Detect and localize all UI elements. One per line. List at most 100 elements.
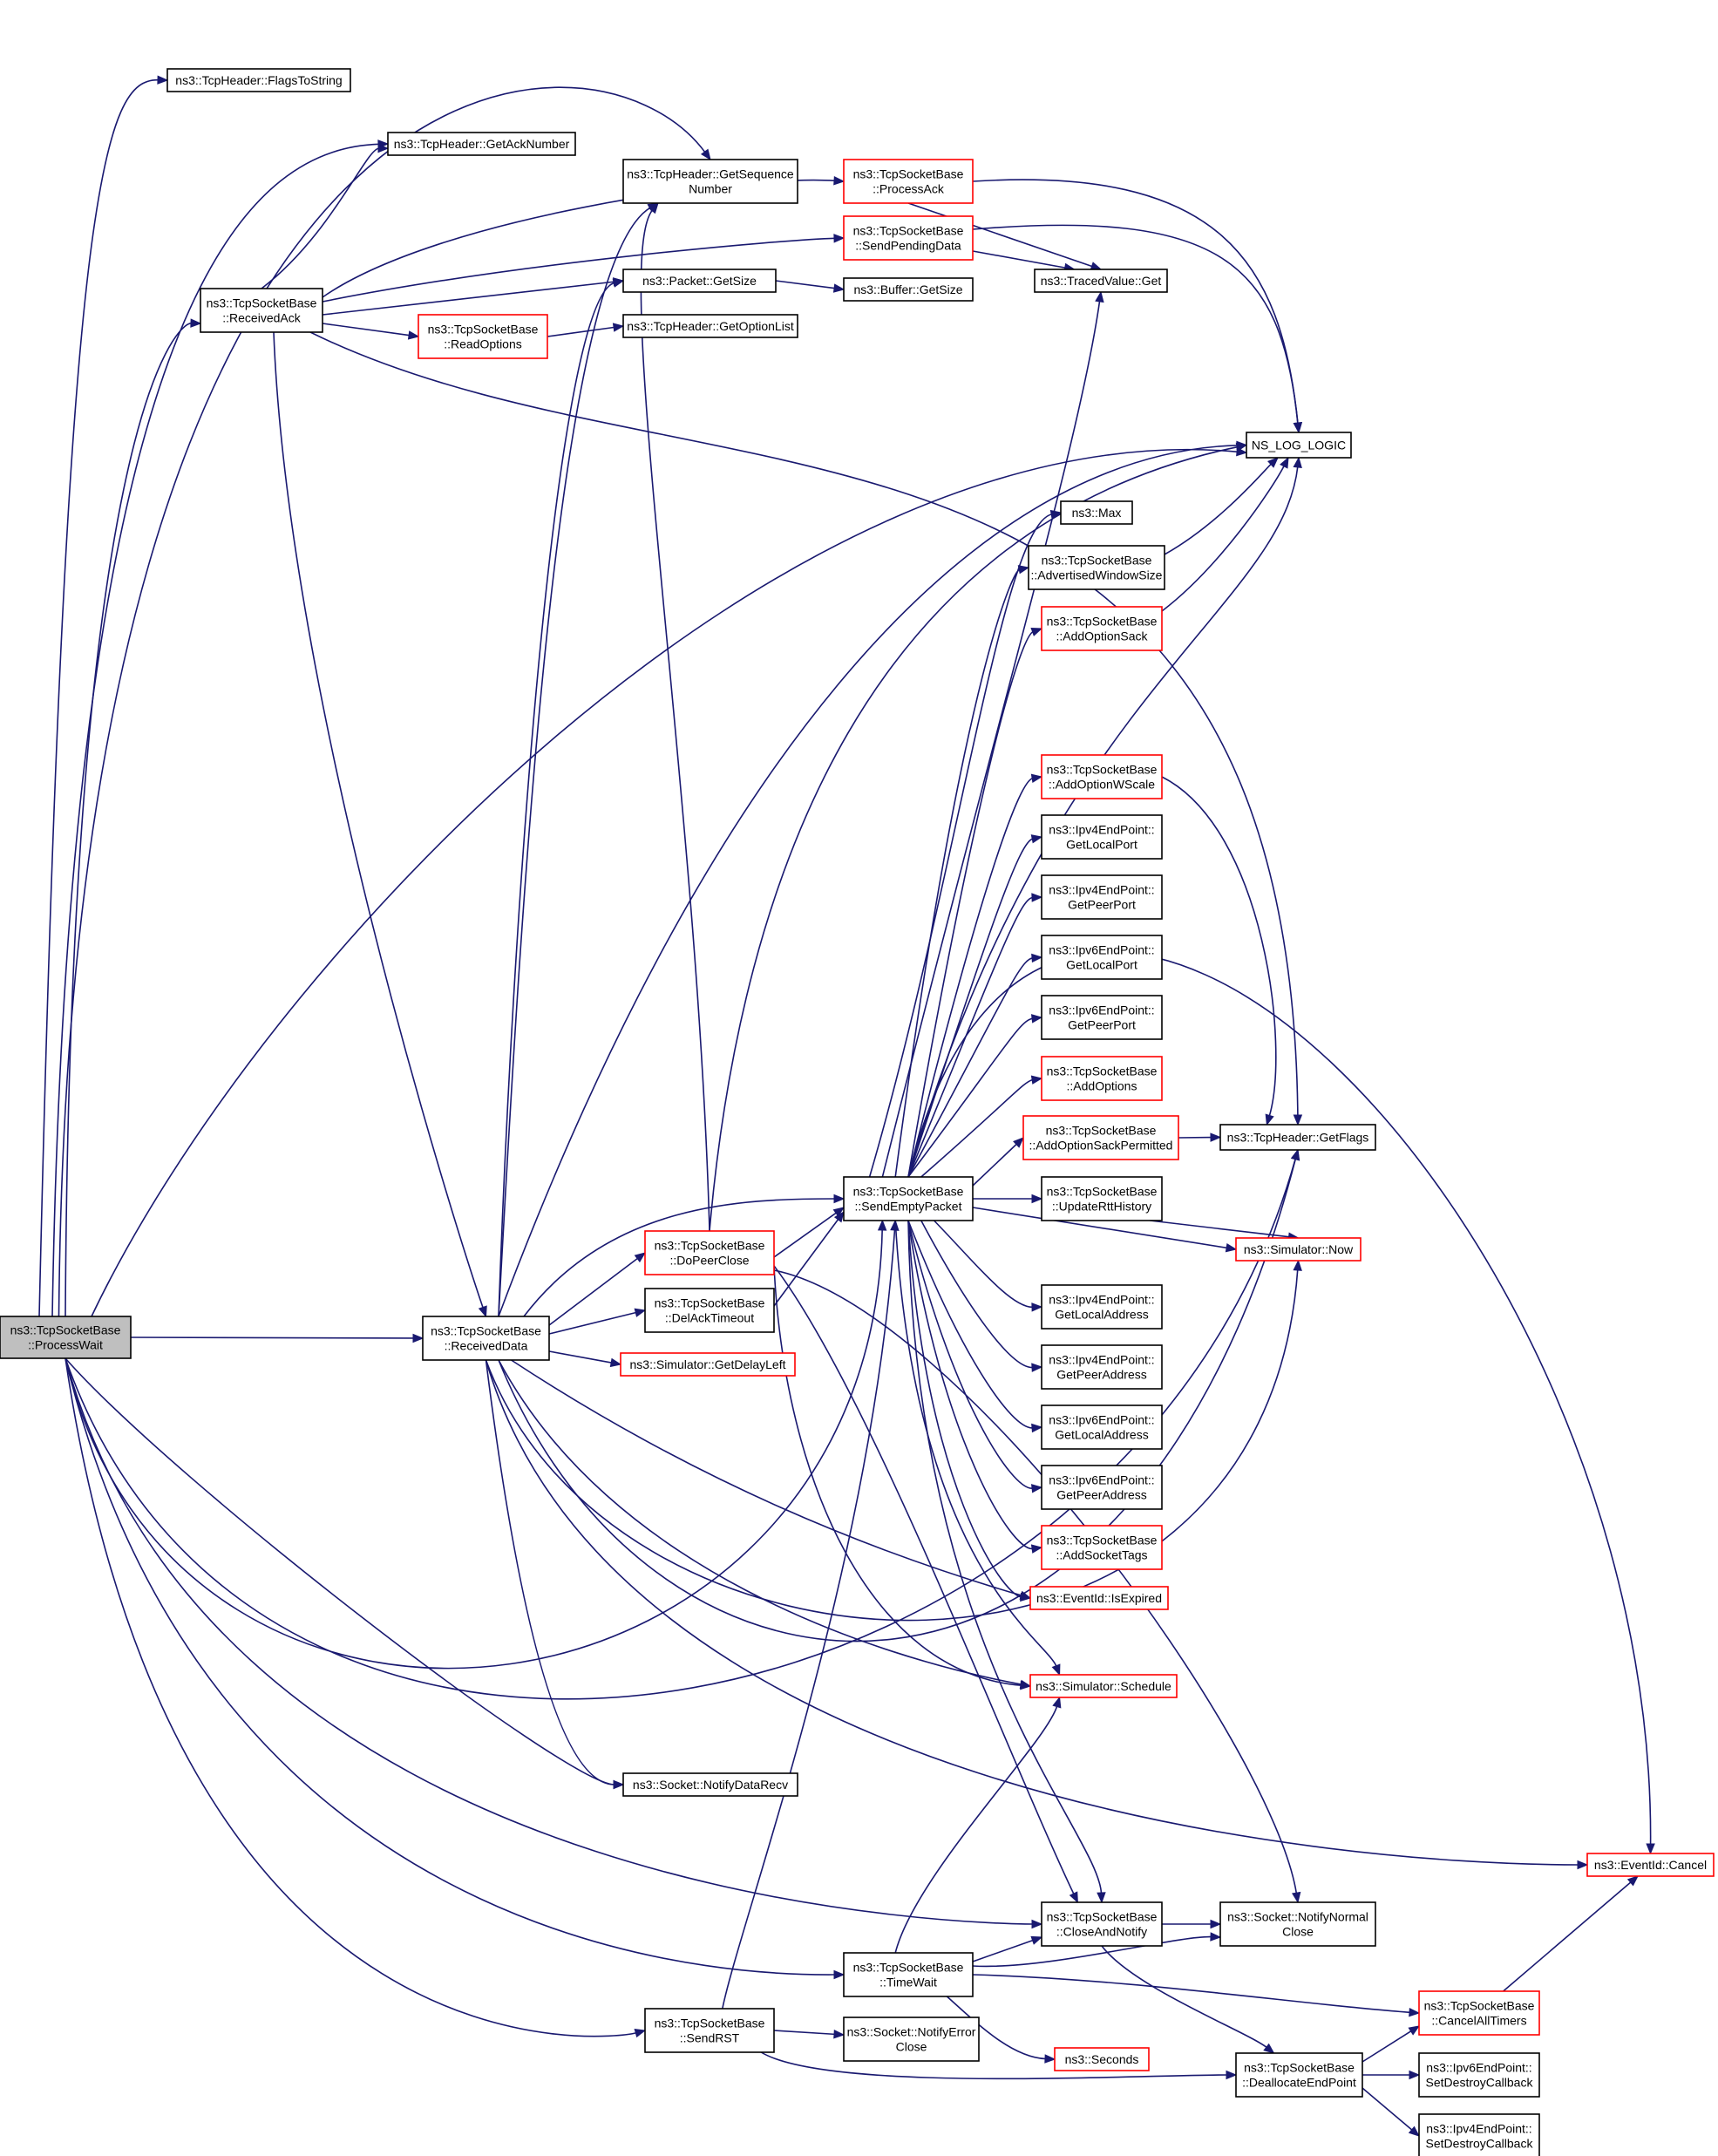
node-box[interactable] [622,269,777,293]
node-cancel[interactable]: ns3::EventId::Cancel [1586,1853,1715,1877]
node-box[interactable] [1034,269,1168,293]
node-box[interactable] [1219,1124,1376,1151]
node-ipv6gla[interactable]: ns3::Ipv6EndPoint::GetLocalAddress [1041,1404,1163,1450]
node-ipv4glp[interactable]: ns3::Ipv4EndPoint::GetLocalPort [1041,814,1163,860]
node-box[interactable] [1246,432,1352,459]
node-box[interactable] [1041,606,1163,651]
node-ipv6glp[interactable]: ns3::Ipv6EndPoint::GetLocalPort [1041,935,1163,980]
node-box[interactable] [1041,1056,1163,1101]
node-timewait[interactable]: ns3::TcpSocketBase::TimeWait [843,1952,974,1997]
node-tracedvalueget[interactable]: ns3::TracedValue::Get [1034,269,1168,293]
node-box[interactable] [1041,1284,1163,1330]
node-ipv6setdestroy[interactable]: ns3::Ipv6EndPoint::SetDestroyCallback [1418,2052,1540,2098]
node-sendemptypacket[interactable]: ns3::TcpSocketBase::SendEmptyPacket [843,1176,974,1221]
node-advwin[interactable]: ns3::TcpSocketBase::AdvertisedWindowSize [1028,545,1165,590]
node-ipv4gla[interactable]: ns3::Ipv4EndPoint::GetLocalAddress [1041,1284,1163,1330]
node-box[interactable] [422,1316,550,1361]
node-box[interactable] [1235,1237,1361,1262]
node-box[interactable] [1041,935,1163,980]
node-box[interactable] [1029,1674,1178,1698]
node-processwait[interactable]: ns3::TcpSocketBase::ProcessWait [0,1316,132,1359]
node-getoptionlist[interactable]: ns3::TcpHeader::GetOptionList [622,314,798,338]
node-box[interactable] [622,159,798,204]
node-updatertt[interactable]: ns3::TcpSocketBase::UpdateRttHistory [1041,1176,1163,1221]
node-box[interactable] [644,2008,775,2053]
node-closeandnotify[interactable]: ns3::TcpSocketBase::CloseAndNotify [1041,1901,1163,1947]
node-box[interactable] [1041,874,1163,920]
node-box[interactable] [1041,995,1163,1040]
node-box[interactable] [166,68,351,92]
node-simnow[interactable]: ns3::Simulator::Now [1235,1237,1361,1262]
node-schedule[interactable]: ns3::Simulator::Schedule [1029,1674,1178,1698]
node-getacknumber[interactable]: ns3::TcpHeader::GetAckNumber [387,132,576,156]
node-box[interactable] [387,132,576,156]
node-box[interactable] [1586,1853,1715,1877]
node-max[interactable]: ns3::Max [1060,500,1133,525]
node-box[interactable] [843,2017,980,2062]
node-receiveddata[interactable]: ns3::TcpSocketBase::ReceivedData [422,1316,550,1361]
node-box[interactable] [1041,1465,1163,1510]
node-box[interactable] [843,1176,974,1221]
node-box[interactable] [1041,1404,1163,1450]
node-box[interactable] [1418,2052,1540,2098]
node-box[interactable] [0,1316,132,1359]
node-addoptions[interactable]: ns3::TcpSocketBase::AddOptions [1041,1056,1163,1101]
node-box[interactable] [843,277,974,302]
node-buffergetsize[interactable]: ns3::Buffer::GetSize [843,277,974,302]
node-addoptionsackperm[interactable]: ns3::TcpSocketBase::AddOptionSackPermitt… [1022,1115,1179,1160]
node-box[interactable] [1041,1176,1163,1221]
node-box[interactable] [620,1352,796,1377]
node-delacktimeout[interactable]: ns3::TcpSocketBase::DelAckTimeout [644,1288,775,1333]
node-flagstostring[interactable]: ns3::TcpHeader::FlagsToString [166,68,351,92]
node-ipv4gpp[interactable]: ns3::Ipv4EndPoint::GetPeerPort [1041,874,1163,920]
node-box[interactable] [1029,1586,1169,1610]
node-receivedack[interactable]: ns3::TcpSocketBase::ReceivedAck [200,288,323,333]
node-box[interactable] [418,314,548,359]
node-box[interactable] [644,1230,775,1275]
node-box[interactable] [1022,1115,1179,1160]
node-deallocate[interactable]: ns3::TcpSocketBase::DeallocateEndPoint [1235,2052,1363,2098]
node-isexpired[interactable]: ns3::EventId::IsExpired [1029,1586,1169,1610]
node-box[interactable] [843,1952,974,1997]
node-box[interactable] [1041,754,1163,799]
node-box[interactable] [200,288,323,333]
node-box[interactable] [1054,2047,1150,2071]
node-box[interactable] [622,314,798,338]
node-packetgetsize[interactable]: ns3::Packet::GetSize [622,269,777,293]
node-sendpendingdata[interactable]: ns3::TcpSocketBase::SendPendingData [843,215,974,261]
node-ipv4setdestroy[interactable]: ns3::Ipv4EndPoint::SetDestroyCallback [1418,2113,1540,2156]
node-box[interactable] [1418,1990,1540,2036]
node-getdelayleft[interactable]: ns3::Simulator::GetDelayLeft [620,1352,796,1377]
node-box[interactable] [1418,2113,1540,2156]
node-box[interactable] [644,1288,775,1333]
node-box[interactable] [1041,1901,1163,1947]
node-cancelalltimers[interactable]: ns3::TcpSocketBase::CancelAllTimers [1418,1990,1540,2036]
node-readoptions[interactable]: ns3::TcpSocketBase::ReadOptions [418,314,548,359]
node-addoptionwscale[interactable]: ns3::TcpSocketBase::AddOptionWScale [1041,754,1163,799]
node-box[interactable] [843,159,974,204]
node-box[interactable] [843,215,974,261]
node-processack[interactable]: ns3::TcpSocketBase::ProcessAck [843,159,974,204]
node-box[interactable] [1235,2052,1363,2098]
node-sendrst[interactable]: ns3::TcpSocketBase::SendRST [644,2008,775,2053]
node-addsockettags[interactable]: ns3::TcpSocketBase::AddSocketTags [1041,1525,1163,1570]
node-box[interactable] [1219,1901,1376,1947]
node-notifydatarecv[interactable]: ns3::Socket::NotifyDataRecv [622,1772,798,1797]
node-getflags[interactable]: ns3::TcpHeader::GetFlags [1219,1124,1376,1151]
node-box[interactable] [1041,1344,1163,1390]
node-doperclose[interactable]: ns3::TcpSocketBase::DoPeerClose [644,1230,775,1275]
node-box[interactable] [1028,545,1165,590]
node-box[interactable] [622,1772,798,1797]
node-seconds[interactable]: ns3::Seconds [1054,2047,1150,2071]
node-box[interactable] [1041,1525,1163,1570]
node-addoptionsack[interactable]: ns3::TcpSocketBase::AddOptionSack [1041,606,1163,651]
node-ipv6gpp[interactable]: ns3::Ipv6EndPoint::GetPeerPort [1041,995,1163,1040]
node-ipv6gpa[interactable]: ns3::Ipv6EndPoint::GetPeerAddress [1041,1465,1163,1510]
node-ipv4gpa[interactable]: ns3::Ipv4EndPoint::GetPeerAddress [1041,1344,1163,1390]
node-nslog[interactable]: NS_LOG_LOGIC [1246,432,1352,459]
node-box[interactable] [1041,814,1163,860]
node-box[interactable] [1060,500,1133,525]
